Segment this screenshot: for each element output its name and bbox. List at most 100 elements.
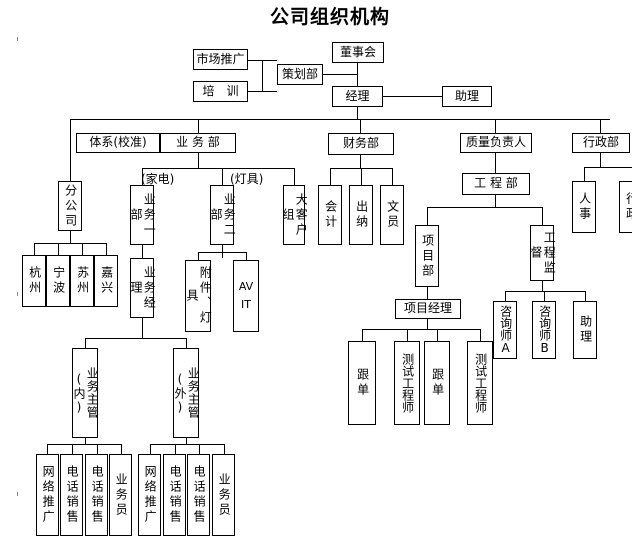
node-in-online-promotion: 网络推广: [36, 454, 59, 536]
node-in-salesperson: 业务员: [109, 454, 132, 536]
node-in-telesales-1: 电话销售: [60, 454, 83, 536]
connector: [198, 119, 199, 133]
connector: [175, 444, 176, 454]
connector: [357, 106, 358, 119]
node-branch: 分公司: [58, 181, 82, 231]
label-lighting: (灯具): [230, 172, 264, 186]
connector: [360, 155, 361, 168]
connector: [584, 167, 585, 181]
connector: [72, 444, 73, 454]
connector: [495, 153, 496, 173]
connector: [150, 444, 151, 454]
connector: [70, 231, 71, 243]
connector: [600, 153, 601, 167]
node-admin: 行政部: [572, 133, 630, 153]
connector: [407, 329, 408, 341]
node-suzhou: 苏州: [70, 255, 94, 307]
connector: [58, 243, 59, 255]
connector: [505, 291, 506, 301]
node-accounting: 会计: [318, 185, 342, 245]
connector: [199, 444, 200, 454]
node-finance: 财务部: [328, 133, 394, 155]
node-accessories: 附件、灯具: [185, 260, 212, 332]
connector: [198, 252, 246, 253]
connector: [246, 252, 247, 260]
connector: [186, 338, 187, 348]
connector: [85, 338, 86, 348]
connector: [330, 168, 331, 185]
connector: [362, 329, 480, 330]
node-engineering: 工 程 部: [462, 173, 530, 195]
node-follow-1: 跟单: [348, 341, 376, 425]
node-cashier: 出纳: [349, 185, 373, 245]
connector: [505, 291, 585, 292]
node-eng-supervise: 工程监督: [529, 225, 556, 281]
node-project-dept: 项目部: [415, 225, 439, 287]
connector: [222, 245, 223, 258]
node-out-telesales-1: 电话销售: [163, 454, 186, 536]
connector: [150, 444, 224, 445]
node-hr: 人事: [572, 181, 596, 233]
node-bigclient: 大客户组: [281, 185, 308, 245]
connector: [142, 168, 294, 169]
node-board: 董事会: [332, 42, 384, 63]
connector: [85, 338, 186, 339]
connector: [585, 291, 586, 301]
node-consultant-a: 咨询师A: [493, 301, 517, 359]
connector: [70, 119, 71, 181]
node-hangzhou: 杭州: [22, 255, 46, 307]
node-clerk: 文员: [380, 185, 404, 245]
connector: [361, 168, 362, 185]
connector: [542, 207, 543, 225]
node-out-online-promotion: 网络推广: [138, 454, 161, 536]
node-manager: 经理: [332, 86, 383, 107]
edge-mark: [17, 37, 18, 41]
connector: [198, 252, 199, 260]
connector: [544, 291, 545, 301]
node-supervisor-in: 业务主管(内): [72, 348, 99, 438]
node-in-telesales-2: 电话销售: [85, 454, 108, 536]
connector: [480, 329, 481, 341]
connector: [142, 245, 143, 258]
connector: [121, 444, 122, 454]
node-test-engineer-2: 测试工程师: [467, 341, 493, 425]
connector: [427, 207, 542, 208]
node-out-telesales-2: 电话销售: [187, 454, 210, 536]
node-test-engineer-1: 测试工程师: [394, 341, 420, 425]
node-quality: 质量负责人: [460, 133, 532, 153]
connector: [495, 119, 496, 133]
connector: [600, 119, 601, 133]
connector: [224, 444, 225, 454]
connector: [106, 243, 107, 255]
node-av-it: AV IT: [233, 260, 259, 332]
node-system: 体系(校准): [76, 133, 160, 153]
connector: [542, 281, 543, 291]
connector: [584, 167, 632, 168]
node-market: 市场推广: [193, 49, 248, 70]
node-jiaxing: 嘉兴: [94, 255, 118, 307]
connector: [362, 329, 363, 341]
connector: [392, 168, 393, 185]
connector: [222, 168, 223, 185]
connector: [294, 168, 295, 185]
connector: [427, 319, 428, 329]
chart-title: 公司组织机构: [269, 6, 390, 28]
connector: [186, 438, 187, 444]
connector: [383, 96, 442, 97]
node-out-salesperson: 业务员: [212, 454, 235, 536]
connector: [437, 329, 438, 341]
connector: [85, 438, 86, 444]
connector: [47, 444, 121, 445]
connector: [47, 444, 48, 454]
connector: [357, 63, 358, 86]
connector: [427, 287, 428, 299]
connector: [34, 243, 106, 244]
connector: [142, 318, 143, 338]
connector: [360, 119, 361, 133]
connector: [427, 207, 428, 225]
node-training: 培 训: [193, 81, 248, 102]
node-business: 业 务 部: [160, 133, 236, 153]
node-supervisor-out: 业务主管(外): [173, 348, 200, 438]
edge-mark: [17, 292, 18, 296]
